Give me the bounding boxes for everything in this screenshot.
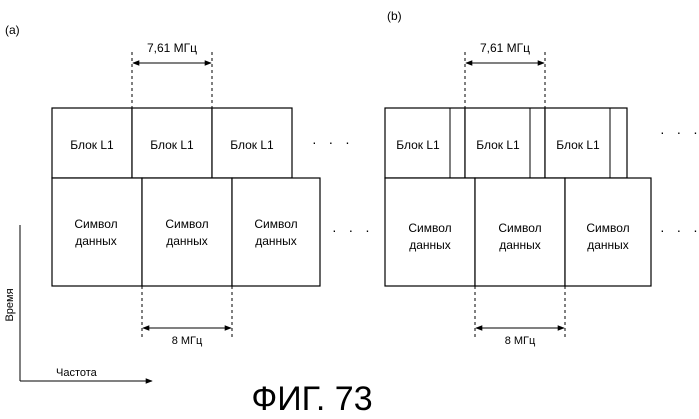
panel-a-l1-block-2-label: Блок L1 (150, 138, 194, 152)
panel-b-data-symbol-1-line1: Символ (408, 221, 451, 235)
panel-b-ellipsis-top: · · · (660, 124, 699, 140)
panel-a-data-symbol-2 (142, 178, 232, 286)
panel-a-bottom-dim-label: 8 МГц (172, 335, 203, 347)
panel-a-data-symbol-3-line1: Символ (254, 217, 297, 231)
panel-a-data-symbol-1-line1: Символ (74, 217, 117, 231)
panel-a-l1-block-3-label: Блок L1 (230, 138, 274, 152)
panel-a-ellipsis-top: · · · (312, 134, 354, 150)
panel-a-data-symbol-2-line1: Символ (165, 217, 208, 231)
panel-b-bottom-dim-label: 8 МГц (505, 335, 536, 347)
panel-b: (b) 7,61 МГц Блок L1 Блок L1 Блок L1 · ·… (385, 9, 699, 347)
panel-a-top-dim-label: 7,61 МГц (147, 41, 197, 55)
panel-b-l1-block-1-label: Блок L1 (396, 138, 440, 152)
panel-a-l1-block-1-label: Блок L1 (70, 138, 114, 152)
panel-b-data-symbol-1-line2: данных (409, 238, 451, 252)
panel-a-data-symbol-1 (52, 178, 142, 286)
panel-b-data-symbol-2-line2: данных (499, 238, 541, 252)
frequency-axis-label: Частота (56, 367, 98, 379)
panel-b-data-symbol-3-line2: данных (587, 238, 629, 252)
panel-a-data-symbol-3 (232, 178, 320, 286)
panel-a-ellipsis-bottom: · · · (332, 222, 374, 238)
panel-b-label: (b) (387, 9, 402, 23)
panel-a-data-symbol-2-line2: данных (166, 234, 208, 248)
panel-a-label: (a) (5, 23, 20, 37)
panel-a: (a) 7,61 МГц Блок L1 Блок L1 Блок L1 · ·… (5, 23, 374, 347)
panel-b-l1-block-2-label: Блок L1 (476, 138, 520, 152)
panel-b-top-dim-label: 7,61 МГц (480, 41, 530, 55)
time-axis-label: Время (4, 288, 16, 321)
figure-caption: ФИГ. 73 (251, 380, 372, 418)
panel-b-data-symbol-2-line1: Символ (498, 221, 541, 235)
panel-b-ellipsis-bottom: · · · (660, 222, 699, 238)
panel-a-data-symbol-1-line2: данных (75, 234, 117, 248)
panel-a-data-symbol-3-line2: данных (255, 234, 297, 248)
panel-b-l1-block-3-label: Блок L1 (556, 138, 600, 152)
panel-b-data-symbol-3-line1: Символ (586, 221, 629, 235)
